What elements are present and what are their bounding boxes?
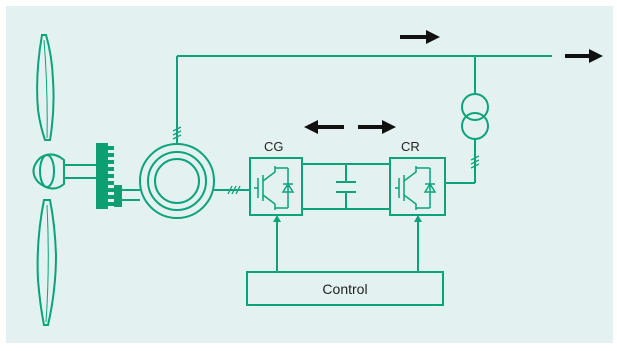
rotor-icon [32, 34, 96, 326]
label-control: Control [322, 281, 367, 297]
arrow-top-shaft [400, 35, 428, 39]
gear-teeth-5 [108, 174, 114, 178]
gear-teeth-7 [108, 188, 114, 192]
transformer-coil-top [461, 93, 489, 121]
gear-teeth-6 [108, 181, 114, 185]
generator-inner [154, 158, 200, 204]
gear-teeth-3 [108, 160, 114, 164]
generator-mid [147, 151, 207, 211]
converter-cg-box [249, 157, 303, 216]
gearbox-icon [96, 143, 122, 209]
generator-icon [139, 143, 215, 219]
phase-tick-cr-2 [470, 159, 480, 165]
gear-large [96, 143, 108, 209]
phase-tick-cr-1 [470, 155, 480, 161]
control-box [246, 271, 444, 306]
phase-tick-stator-3 [172, 134, 182, 140]
phase-tick-rotor-3 [235, 185, 241, 195]
arrow-right-shaft [358, 125, 384, 129]
arrow-top-head [426, 30, 440, 44]
arrow-grid-shaft [565, 54, 591, 58]
arrow-left-head [304, 120, 318, 134]
cg-diode [281, 182, 295, 193]
arrow-grid-head [589, 49, 603, 63]
converter-cg [249, 157, 303, 216]
upper-blade-rib [43, 39, 48, 139]
control-arrow-cr [414, 215, 422, 222]
phase-tick-cr-3 [470, 163, 480, 169]
converter-cr-box [389, 157, 446, 216]
phase-tick-rotor-1 [227, 185, 233, 195]
label-cg: CG [264, 139, 284, 154]
gear-teeth-4 [108, 167, 114, 171]
gear-teeth-2 [108, 153, 114, 157]
transformer-coil-bottom [461, 112, 489, 140]
transformer-icon [461, 93, 489, 140]
arrow-left-shaft [316, 125, 344, 129]
arrow-right-head [382, 120, 396, 134]
phase-tick-stator-2 [172, 130, 182, 136]
lower-blade [36, 199, 58, 326]
label-cr: CR [401, 139, 420, 154]
phase-tick-stator-1 [172, 126, 182, 132]
converter-cr [389, 157, 446, 216]
control-arrow-cg [273, 215, 281, 222]
hub-center [39, 154, 55, 188]
gear-teeth-9 [108, 202, 114, 206]
cr-diode [423, 182, 437, 193]
gear-teeth-8 [108, 195, 114, 199]
phase-tick-rotor-2 [231, 185, 237, 195]
upper-blade [36, 34, 55, 141]
hub-nose [32, 153, 65, 190]
gear-small [114, 185, 122, 207]
gear-teeth-1 [108, 146, 114, 150]
lower-blade-rib [45, 204, 49, 323]
dc-link [302, 163, 390, 210]
